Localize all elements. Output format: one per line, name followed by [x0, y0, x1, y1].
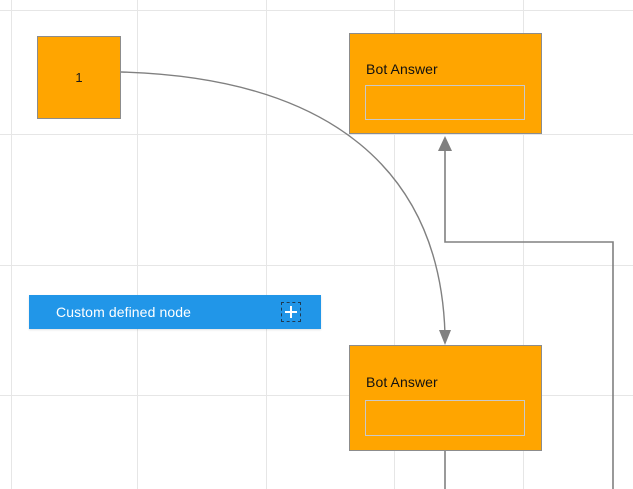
custom-defined-node-label: Custom defined node: [56, 304, 191, 320]
connector-ortho-arrowhead: [438, 136, 452, 151]
node-bot-answer-bottom[interactable]: Bot Answer: [349, 345, 542, 451]
node-bot-answer-bottom-title: Bot Answer: [366, 374, 438, 390]
node-bot-answer-bottom-slot[interactable]: [365, 400, 525, 436]
plus-icon[interactable]: [281, 302, 301, 322]
custom-defined-node-item[interactable]: Custom defined node: [29, 295, 321, 329]
node-start-label: 1: [75, 70, 83, 85]
node-start[interactable]: 1: [37, 36, 121, 119]
connector-curve-arrowhead: [439, 330, 451, 345]
node-bot-answer-top-slot[interactable]: [365, 85, 525, 120]
node-bot-answer-top-title: Bot Answer: [366, 61, 438, 77]
plus-icon-vertical: [290, 306, 292, 318]
node-bot-answer-top[interactable]: Bot Answer: [349, 33, 542, 134]
